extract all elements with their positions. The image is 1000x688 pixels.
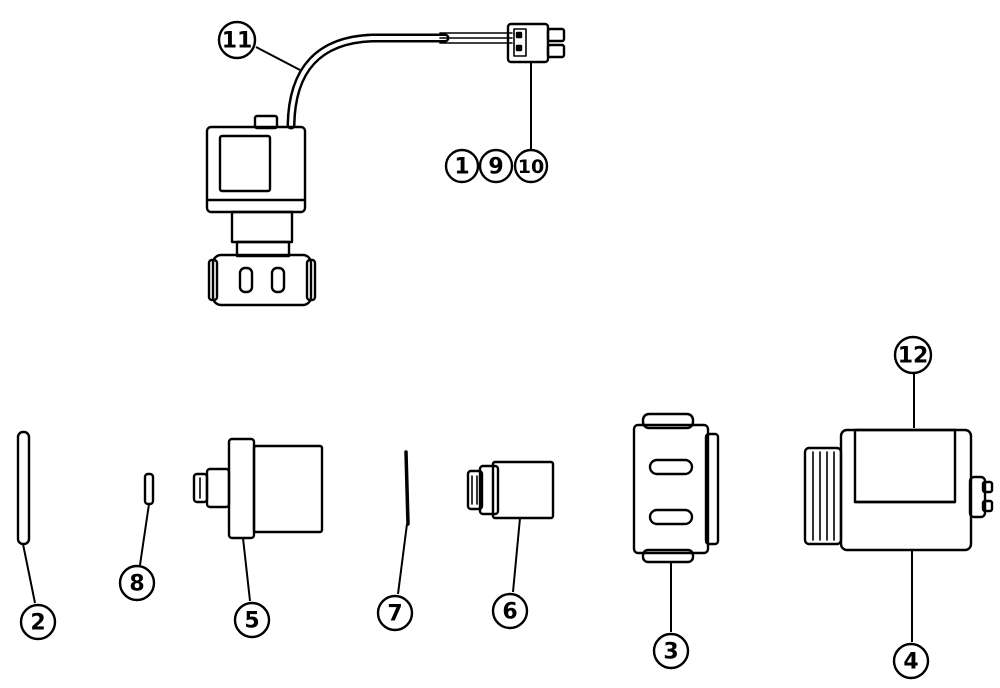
- callout-label: 10: [518, 156, 544, 178]
- callout-label: 6: [502, 600, 517, 625]
- spring-wire: [404, 450, 410, 526]
- callout-12: 12: [893, 335, 933, 375]
- callout-label: 3: [663, 640, 678, 665]
- callout-9: 9: [478, 148, 514, 184]
- callout-label: 5: [244, 609, 259, 634]
- callout-1: 1: [444, 148, 480, 184]
- small-pin: [143, 472, 155, 506]
- callout-label: 11: [222, 29, 253, 54]
- callout-11: 11: [217, 20, 257, 60]
- callout-5: 5: [233, 601, 271, 639]
- callout-10: 10: [513, 148, 549, 184]
- callout-4: 4: [892, 642, 930, 680]
- callout-label: 8: [129, 572, 144, 597]
- callout-8: 8: [118, 564, 156, 602]
- callout-label: 7: [387, 602, 402, 627]
- callout-label: 9: [488, 155, 503, 180]
- valve-base-block: [632, 412, 720, 564]
- o-ring-seal: [16, 430, 31, 546]
- solenoid-valve-assembly: [205, 22, 566, 307]
- solenoid-coil: [803, 428, 994, 552]
- callout-6: 6: [491, 592, 529, 630]
- callout-label: 12: [898, 344, 929, 369]
- callout-7: 7: [376, 594, 414, 632]
- valve-seat-body: [192, 437, 324, 540]
- callout-3: 3: [652, 632, 690, 670]
- callout-label: 1: [454, 155, 469, 180]
- callout-label: 4: [903, 650, 918, 675]
- leader-lines: [22, 46, 915, 642]
- plunger: [466, 460, 555, 520]
- callout-label: 2: [30, 611, 45, 636]
- callout-2: 2: [19, 603, 57, 641]
